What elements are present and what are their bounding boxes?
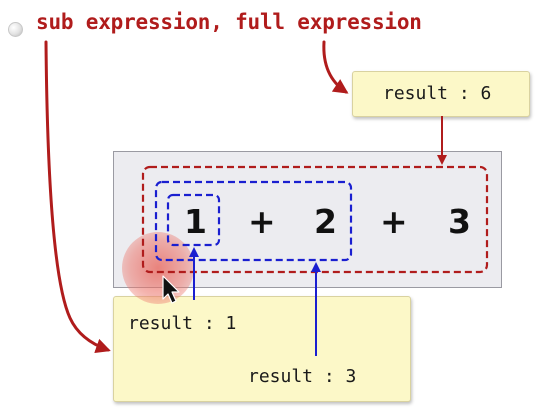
mouse-pointer-icon [162,275,180,304]
sub-result-1-label: result : 1 [128,313,237,334]
slide-title: sub expression, full expression [36,10,422,34]
token-1: 1 [184,202,207,241]
token-plus-1: + [248,202,276,241]
token-2: 2 [314,202,337,241]
full-result-label: result : 6 [383,83,492,104]
sub-expression-box-outer [154,180,353,262]
sub-expression-box-inner [166,193,221,247]
sub-result-2-label: result : 3 [248,366,357,387]
token-plus-2: + [380,202,408,241]
title-to-full-note-arrow [322,40,349,94]
title-to-sub-note-arrow [44,40,111,354]
note-sub-results: result : 1 result : 3 [113,296,411,402]
bullet-icon [8,22,23,37]
cursor-highlight [122,232,194,304]
token-3: 3 [448,202,471,241]
